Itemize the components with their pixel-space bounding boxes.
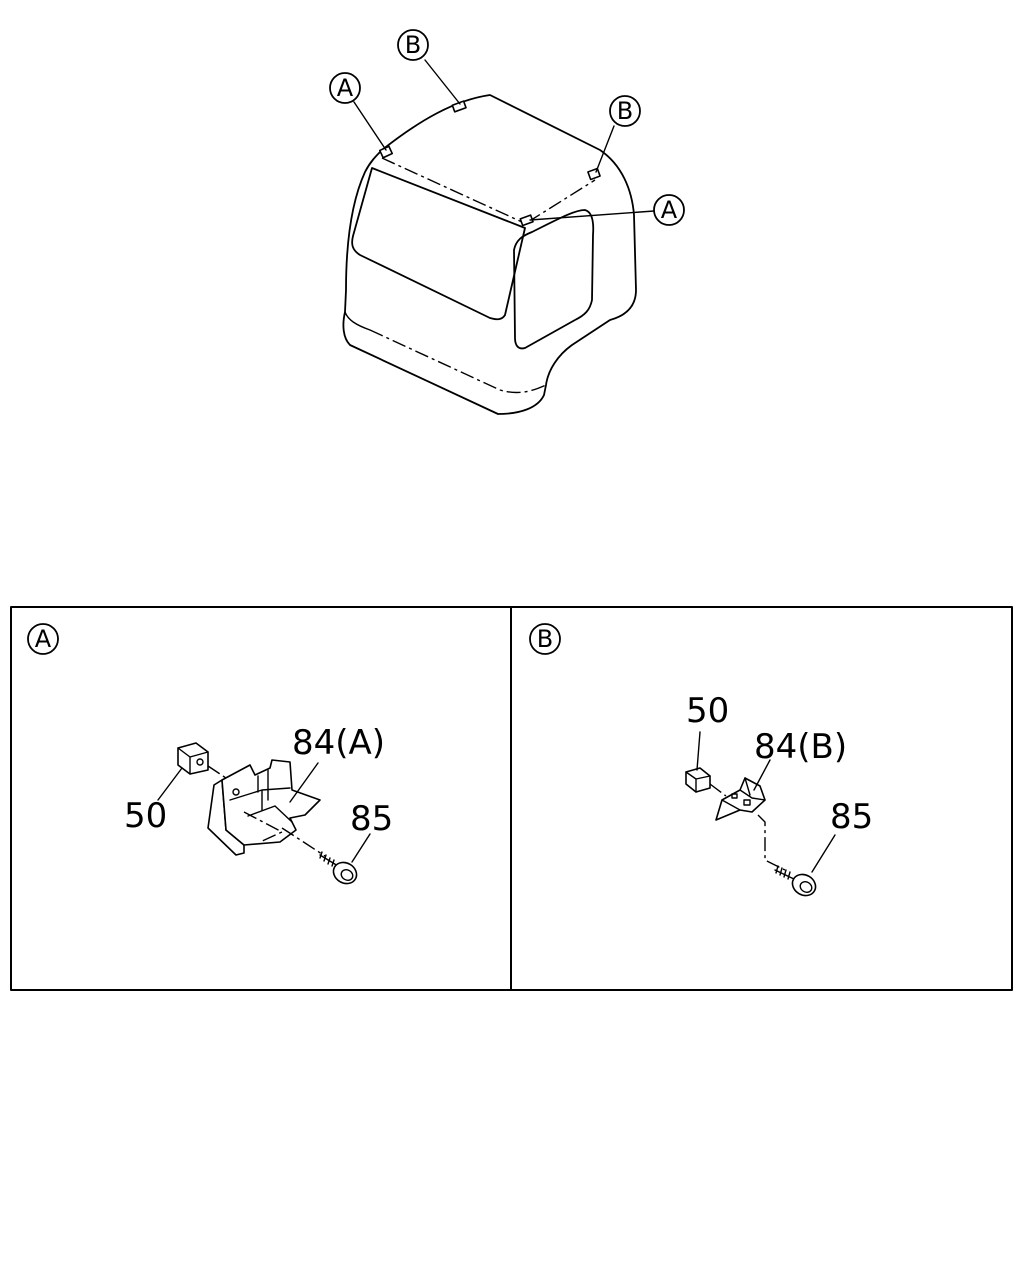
part-label-84b[interactable]: 84(B) [754,727,847,767]
leader-line [424,59,461,105]
screw-85-illustration [319,851,358,885]
callout-b-top-center[interactable]: B [397,29,429,61]
panel-a: A 50 84(A) 85 [27,623,393,885]
panel-b-title: B [529,623,561,655]
svg-text:A: A [661,196,678,224]
callout-a-right[interactable]: A [653,194,685,226]
clip-nut-illustration [177,742,209,775]
part-label-50[interactable]: 50 [686,691,729,731]
svg-text:B: B [617,97,633,125]
svg-text:B: B [405,31,421,59]
bracket-84b-illustration [715,777,766,821]
svg-text:A: A [337,74,354,102]
leader-line [353,101,387,151]
leader-line [529,210,655,221]
leader-line [595,125,615,173]
screw-85-illustration [774,865,817,897]
part-label-50[interactable]: 50 [124,796,167,836]
svg-text:A: A [35,625,52,653]
callout-b-top-right[interactable]: B [609,95,641,127]
part-label-85[interactable]: 85 [350,799,393,839]
panel-b: B 50 84(B) 85 [529,623,873,897]
bracket-84a-illustration [207,759,321,856]
clip-nut-illustration [685,767,711,793]
svg-text:B: B [537,625,553,653]
callout-a-top-left[interactable]: A [329,72,361,104]
part-label-84a[interactable]: 84(A) [292,723,385,763]
vehicle-body-illustration [342,94,637,415]
panel-a-title: A [27,623,59,655]
part-label-85[interactable]: 85 [830,797,873,837]
